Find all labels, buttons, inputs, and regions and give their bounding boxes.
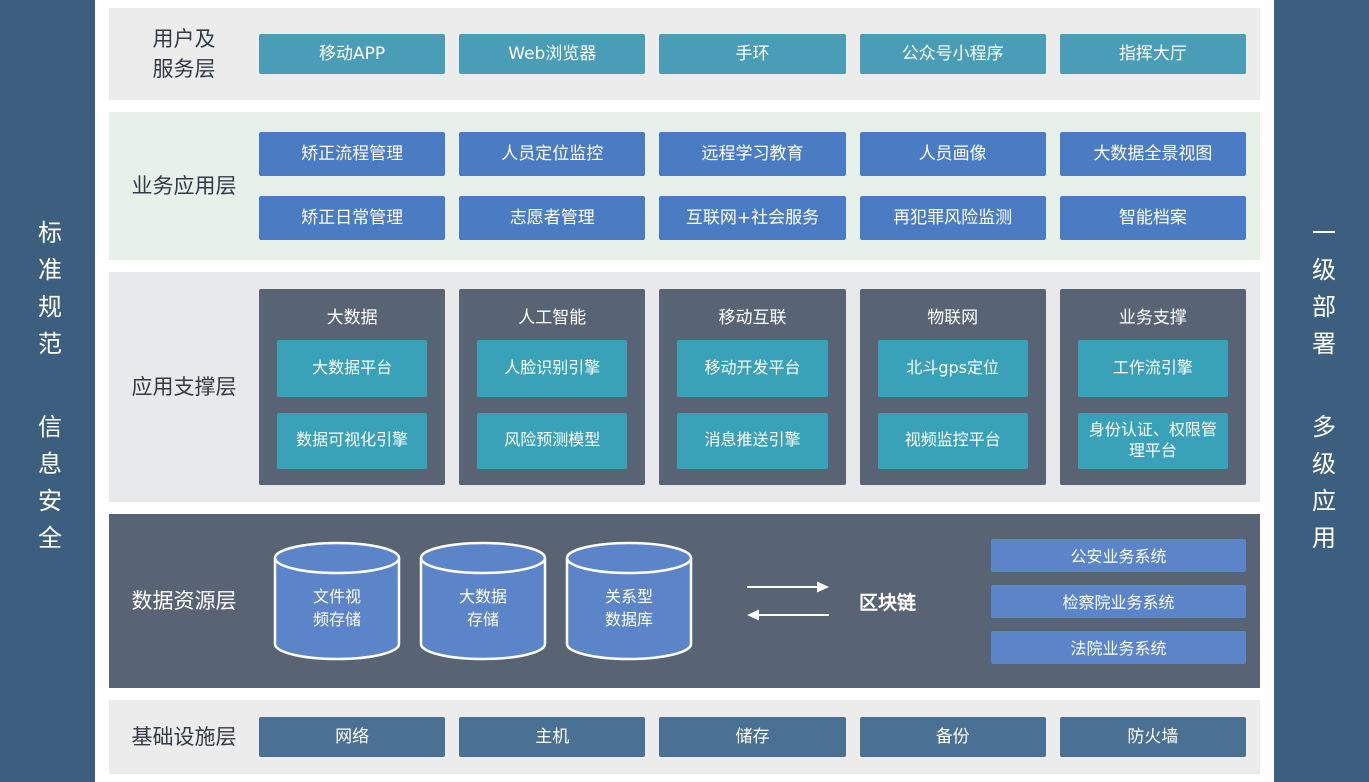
app-box: 智能档案 (1059, 196, 1246, 240)
service-box: 移动APP (259, 34, 446, 74)
support-card: 业务支撑 工作流引擎 身份认证、权限管理平台 (1059, 289, 1246, 485)
support-card-title: 大数据 (326, 308, 378, 328)
layer-label: 用户及 服务层 (152, 26, 216, 81)
left-pillar-label-security: 信息安全 (33, 414, 62, 562)
layer-boxes: 网络 主机 储存 备份 防火墙 (259, 717, 1260, 757)
layer-label: 业务应用层 (131, 173, 237, 198)
service-box: Web浏览器 (459, 34, 646, 74)
layer-label: 应用支撑层 (131, 374, 237, 399)
app-box: 再犯罪风险监测 (859, 196, 1046, 240)
service-box: 指挥大厅 (1059, 34, 1246, 74)
app-box: 人员画像 (859, 132, 1046, 176)
support-card: 移动互联 移动开发平台 消息推送引擎 (659, 289, 846, 485)
right-pillar-label-apply: 多级应用 (1307, 414, 1336, 562)
layer-user-service: 用户及 服务层 移动APP Web浏览器 手环 公众号小程序 指挥大厅 (109, 8, 1260, 100)
storage-cylinders: 文件视 频存储 大数据 存储 关系型 数 (271, 540, 695, 662)
app-box: 志愿者管理 (459, 196, 646, 240)
app-row: 矫正流程管理 人员定位监控 远程学习教育 人员画像 大数据全景视图 (259, 132, 1246, 176)
app-box: 互联网+社会服务 (659, 196, 846, 240)
right-pillar: 一级部署 多级应用 (1274, 0, 1369, 782)
left-pillar-label-standards: 标准规范 (33, 220, 62, 368)
infra-box: 储存 (659, 717, 846, 757)
data-flow-arrows (747, 581, 829, 621)
right-pillar-label-deploy: 一级部署 (1307, 220, 1336, 368)
support-item: 风险预测模型 (477, 412, 628, 469)
service-box: 手环 (659, 34, 846, 74)
cylinder-label: 关系型 数据库 (604, 586, 653, 629)
service-box: 公众号小程序 (859, 34, 1046, 74)
external-system-box: 公安业务系统 (991, 538, 1246, 572)
external-systems: 公安业务系统 检察院业务系统 法院业务系统 (991, 538, 1246, 664)
infra-box: 备份 (859, 717, 1046, 757)
support-item: 数据可视化引擎 (277, 412, 428, 469)
database-cylinder-icon: 文件视 频存储 (271, 540, 403, 662)
app-box: 矫正日常管理 (259, 196, 446, 240)
layer-app-support: 应用支撑层 大数据 大数据平台 数据可视化引擎 人工智能 人脸识别引擎 风险预测… (109, 272, 1260, 502)
database-cylinder-icon: 关系型 数据库 (563, 540, 695, 662)
database-cylinder-icon: 大数据 存储 (417, 540, 549, 662)
diagram-layers: 用户及 服务层 移动APP Web浏览器 手环 公众号小程序 指挥大厅 业务应用… (95, 0, 1274, 782)
layer-boxes: 矫正流程管理 人员定位监控 远程学习教育 人员画像 大数据全景视图 矫正日常管理… (259, 132, 1260, 240)
support-item: 大数据平台 (277, 340, 428, 397)
support-item: 工作流引擎 (1077, 340, 1228, 397)
support-item: 北斗gps定位 (877, 340, 1028, 397)
external-system-box: 检察院业务系统 (991, 584, 1246, 618)
support-card: 人工智能 人脸识别引擎 风险预测模型 (459, 289, 646, 485)
cylinder-label: 文件视 频存储 (312, 586, 361, 629)
blockchain-label: 区块链 (859, 591, 917, 614)
support-card: 物联网 北斗gps定位 视频监控平台 (859, 289, 1046, 485)
infra-box: 网络 (259, 717, 446, 757)
left-pillar: 标准规范 信息安全 (0, 0, 95, 782)
layer-boxes: 移动APP Web浏览器 手环 公众号小程序 指挥大厅 (259, 34, 1260, 74)
layer-infrastructure: 基础设施层 网络 主机 储存 备份 防火墙 (109, 700, 1260, 774)
layer-data-resource: 数据资源层 文件视 频存储 (109, 514, 1260, 688)
layer-boxes: 文件视 频存储 大数据 存储 关系型 数 (259, 538, 1260, 664)
app-row: 矫正日常管理 志愿者管理 互联网+社会服务 再犯罪风险监测 智能档案 (259, 196, 1246, 240)
support-card-title: 物联网 (927, 308, 979, 328)
support-card-title: 移动互联 (718, 308, 787, 328)
layer-label: 数据资源层 (131, 588, 237, 613)
cylinder-label: 大数据 存储 (458, 586, 507, 629)
app-box: 远程学习教育 (659, 132, 846, 176)
layer-label: 基础设施层 (131, 724, 237, 749)
support-card-title: 人工智能 (518, 308, 587, 328)
app-box: 矫正流程管理 (259, 132, 446, 176)
app-box: 人员定位监控 (459, 132, 646, 176)
layer-boxes: 大数据 大数据平台 数据可视化引擎 人工智能 人脸识别引擎 风险预测模型 移动互… (259, 289, 1260, 485)
external-system-box: 法院业务系统 (991, 630, 1246, 664)
support-item: 身份认证、权限管理平台 (1077, 412, 1228, 469)
support-card: 大数据 大数据平台 数据可视化引擎 (259, 289, 446, 485)
support-item: 人脸识别引擎 (477, 340, 628, 397)
support-item: 消息推送引擎 (677, 412, 828, 469)
support-item: 移动开发平台 (677, 340, 828, 397)
infra-box: 主机 (459, 717, 646, 757)
support-item: 视频监控平台 (877, 412, 1028, 469)
arrow-right-icon (747, 581, 829, 593)
arrow-left-icon (747, 609, 829, 621)
support-card-title: 业务支撑 (1118, 308, 1187, 328)
layer-business-app: 业务应用层 矫正流程管理 人员定位监控 远程学习教育 人员画像 大数据全景视图 … (109, 112, 1260, 260)
app-box: 大数据全景视图 (1059, 132, 1246, 176)
infra-box: 防火墙 (1059, 717, 1246, 757)
